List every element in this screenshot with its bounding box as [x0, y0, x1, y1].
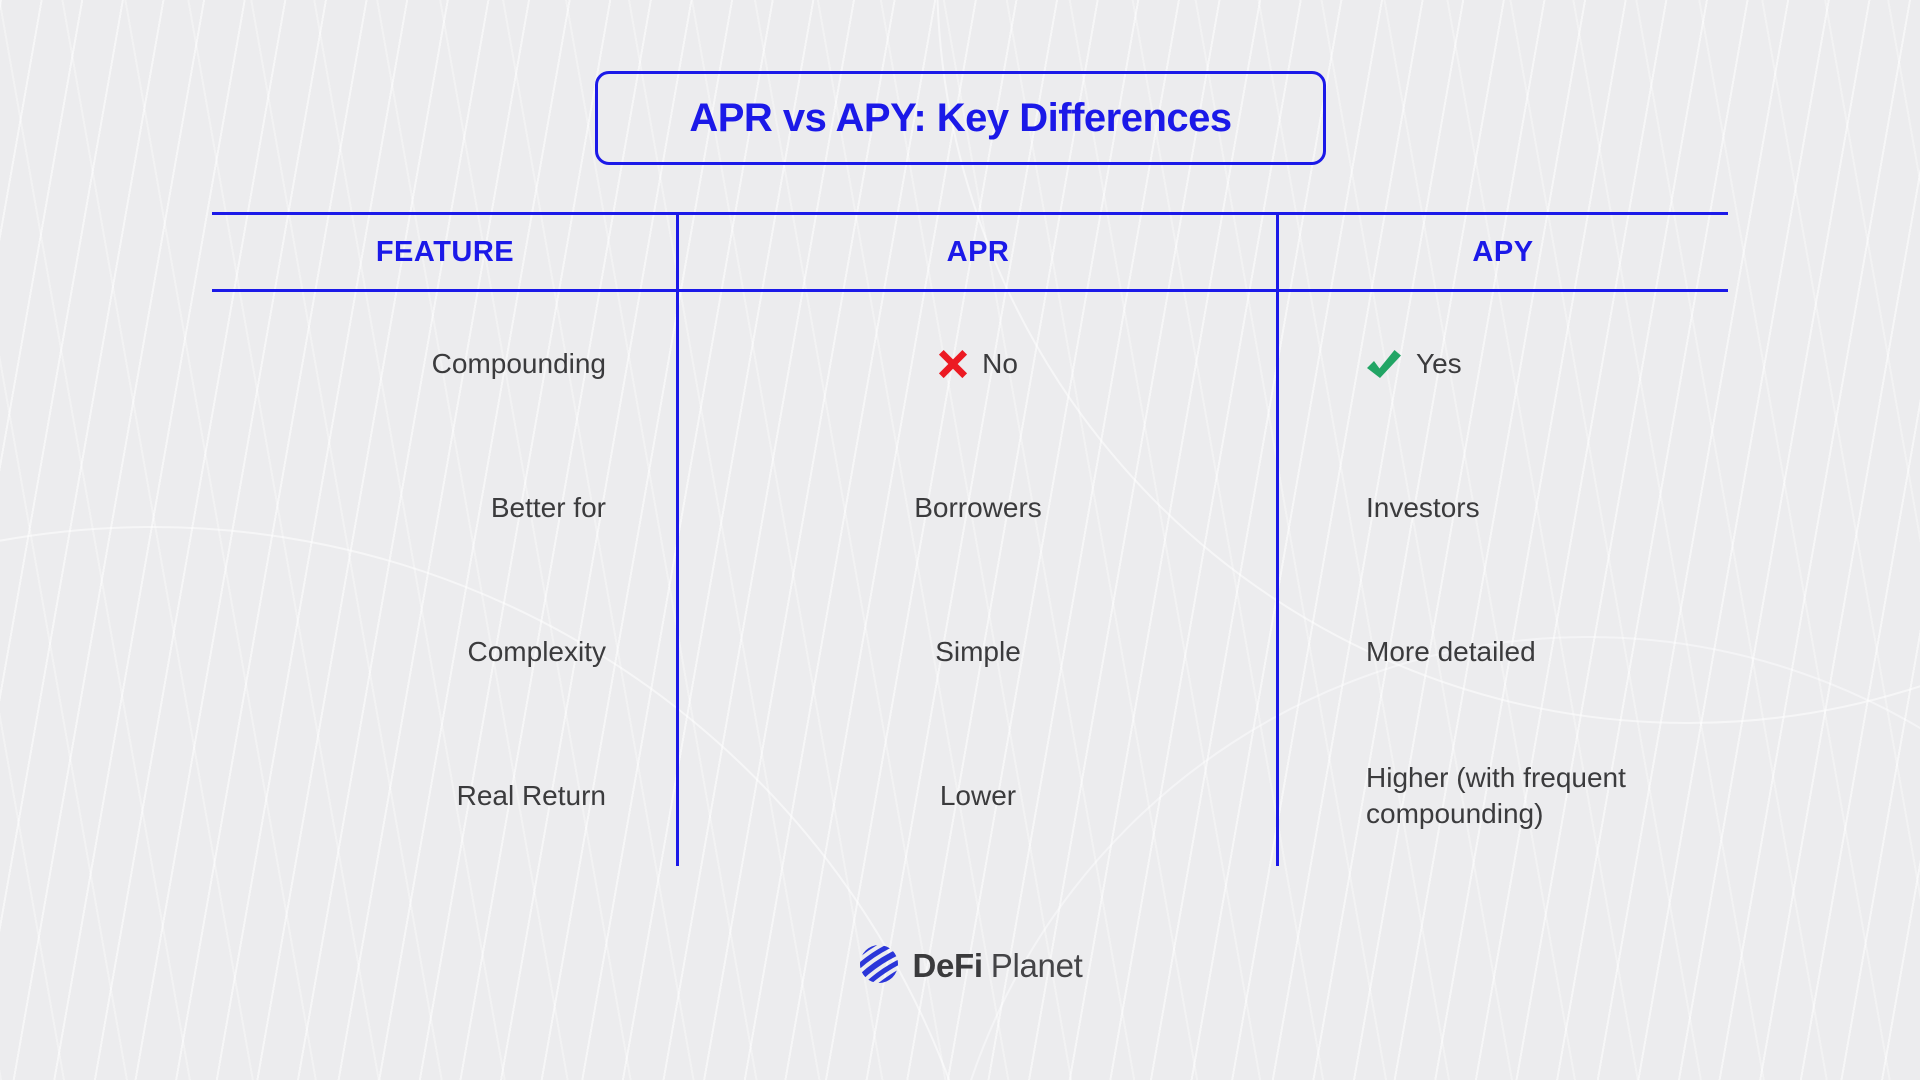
table-row-real-return-apr: Lower	[939, 780, 1017, 811]
cross-icon	[938, 349, 968, 379]
table-header-row: FEATURE APR APY	[212, 212, 1728, 292]
table-row-better-for-feature: Better for	[490, 492, 606, 523]
globe-icon	[853, 937, 906, 991]
brand-defi: DeFi	[912, 947, 983, 984]
check-icon	[1366, 349, 1402, 379]
table-row-better-for-apy: Investors	[1366, 492, 1480, 523]
table-body: Compounding No Yes Better for	[212, 292, 1728, 868]
defi-planet-logo: DeFi Planet	[0, 937, 1920, 994]
cell-value: Yes	[1416, 348, 1462, 379]
table-row-complexity-apr: Simple	[935, 636, 1021, 667]
table-row-compounding-apy: Yes	[1278, 292, 1728, 436]
table-row-complexity-feature: Complexity	[467, 636, 606, 667]
column-header-apy: APY	[1472, 235, 1534, 268]
column-divider	[676, 212, 679, 866]
table-row-complexity-apy: More detailed	[1366, 636, 1536, 667]
cell-value: Higher (with frequent compounding)	[1366, 762, 1626, 829]
comparison-table: FEATURE APR APY Compounding No	[212, 212, 1728, 868]
cell-value: No	[982, 348, 1018, 379]
page-title: APR vs APY: Key Differences	[689, 95, 1232, 140]
table-row-compounding-feature: Compounding	[431, 348, 606, 379]
column-divider	[1276, 212, 1279, 866]
column-header-feature: FEATURE	[375, 235, 515, 268]
table-row-compounding-apr: No	[678, 292, 1278, 436]
table-row-real-return-feature: Real Return	[456, 780, 606, 811]
brand-wordmark: DeFi Planet	[912, 947, 1082, 985]
table-row-real-return-apy: Higher (with frequent compounding)	[1278, 724, 1728, 868]
table-row-better-for-apr: Borrowers	[914, 492, 1042, 523]
brand-planet: Planet	[990, 947, 1083, 984]
title-box: APR vs APY: Key Differences	[595, 71, 1326, 165]
column-header-apr: APR	[946, 235, 1010, 268]
